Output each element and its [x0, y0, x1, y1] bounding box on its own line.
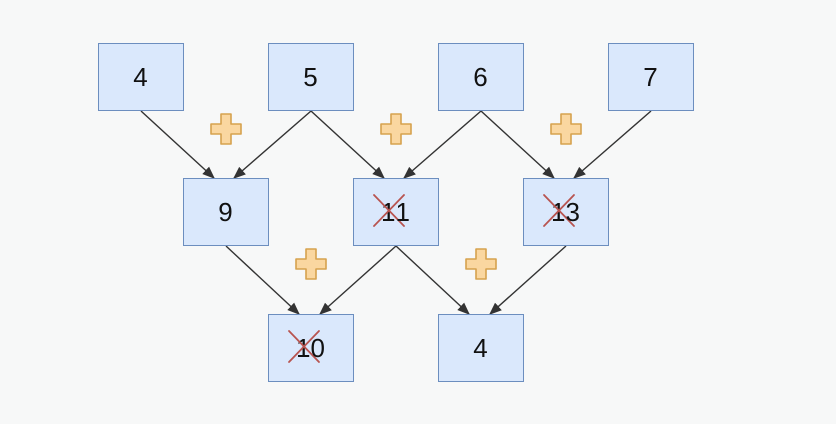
- carry-digit: 1: [543, 193, 575, 228]
- plus-icon: [210, 113, 242, 145]
- node-sum-cd: 1 3: [523, 178, 609, 246]
- plus-icon: [380, 113, 412, 145]
- node-value: 4: [133, 61, 149, 92]
- node-value: 4: [473, 332, 489, 363]
- carry-digit: 1: [373, 193, 405, 228]
- node-value: 3: [565, 196, 581, 227]
- plus-icon: [295, 248, 327, 280]
- strikeout-icon: [543, 193, 575, 227]
- node-sum-bc: 1 1: [353, 178, 439, 246]
- edge-11-to-4: [395, 245, 470, 315]
- node-input-b: 5: [268, 43, 354, 111]
- carry-digit: 1: [288, 329, 320, 364]
- edge-13-to-4: [489, 245, 567, 315]
- strikeout-icon: [288, 329, 320, 363]
- plus-icon: [465, 248, 497, 280]
- node-input-a: 4: [98, 43, 184, 111]
- edge-6-to-11: [403, 110, 482, 179]
- node-input-d: 7: [608, 43, 694, 111]
- node-value: 7: [643, 61, 659, 92]
- node-value: 5: [303, 61, 319, 92]
- strikeout-icon: [373, 193, 405, 227]
- node-value: 6: [473, 61, 489, 92]
- edge-6-to-13: [480, 110, 555, 179]
- node-value: 0: [310, 332, 326, 363]
- node-value: 9: [218, 196, 234, 227]
- node-sum-abc: 1 0: [268, 314, 354, 382]
- edge-5-to-9: [233, 110, 312, 179]
- node-sum-bcd: 4: [438, 314, 524, 382]
- node-sum-ab: 9: [183, 178, 269, 246]
- edge-4-to-9: [140, 110, 215, 179]
- node-input-c: 6: [438, 43, 524, 111]
- node-value: 1: [395, 196, 411, 227]
- edge-7-to-13: [573, 110, 652, 179]
- plus-icon: [550, 113, 582, 145]
- edge-11-to-10: [319, 245, 397, 315]
- edge-9-to-10: [225, 245, 300, 315]
- edge-5-to-11: [310, 110, 385, 179]
